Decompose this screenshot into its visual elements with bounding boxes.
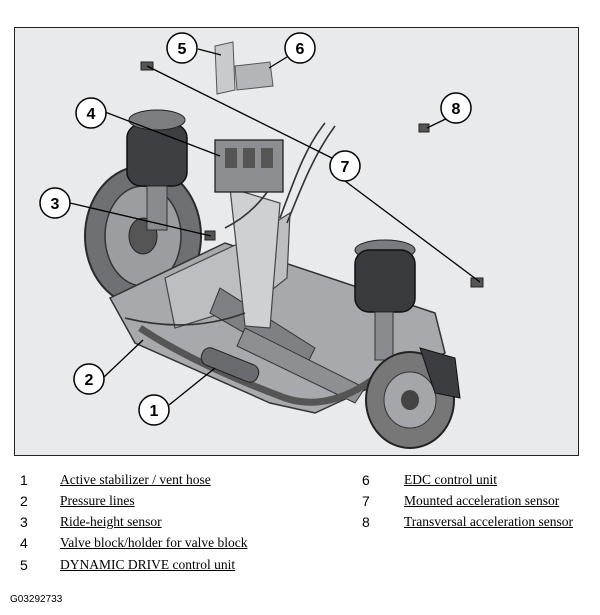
control-units — [214, 41, 274, 95]
callout-3: 3 — [39, 187, 71, 219]
svg-text:7: 7 — [341, 159, 350, 176]
right-air-spring — [354, 239, 416, 361]
left-air-spring — [126, 109, 188, 231]
svg-text:8: 8 — [452, 101, 461, 118]
legend-number: 5 — [20, 557, 28, 573]
svg-text:1: 1 — [150, 403, 159, 420]
legend-number: 1 — [20, 472, 28, 488]
figure-reference-code: G03292733 — [10, 594, 63, 605]
callout-1: 1 — [138, 394, 170, 426]
legend-label: Transversal acceleration sensor — [404, 514, 573, 529]
right-brake-disc — [365, 347, 461, 449]
callout-7: 7 — [329, 150, 361, 182]
legend-number: 2 — [20, 493, 28, 509]
legend-number: 4 — [20, 535, 28, 551]
legend-label: Mounted acceleration sensor — [404, 493, 560, 508]
svg-text:4: 4 — [87, 106, 96, 123]
svg-text:5: 5 — [178, 41, 187, 58]
valve-block — [214, 139, 284, 193]
legend-number: 3 — [20, 514, 28, 530]
callout-4: 4 — [75, 97, 107, 129]
callout-8: 8 — [440, 92, 472, 124]
parts-legend: 1 Active stabilizer / vent hose 2 Pressu… — [0, 470, 600, 590]
pressure-lines — [124, 122, 336, 326]
callout-markers: 1 2 3 4 5 6 7 — [39, 32, 472, 426]
legend-label: EDC control unit — [404, 472, 497, 487]
svg-text:2: 2 — [85, 372, 94, 389]
active-stabilizer — [138, 325, 378, 406]
svg-text:3: 3 — [51, 196, 60, 213]
legend-label: Ride-height sensor — [60, 514, 162, 529]
callout-6: 6 — [284, 32, 316, 64]
front-subframe — [108, 187, 446, 414]
suspension-illustration: 1 2 3 4 5 6 7 — [39, 32, 484, 449]
legend-label: DYNAMIC DRIVE control unit — [60, 557, 236, 572]
legend-label: Valve block/holder for valve block — [60, 535, 248, 550]
legend-number: 6 — [362, 472, 370, 488]
callout-5: 5 — [166, 32, 198, 64]
legend-number: 8 — [362, 514, 370, 530]
callout-2: 2 — [73, 363, 105, 395]
legend-label: Active stabilizer / vent hose — [60, 472, 211, 487]
legend-number: 7 — [362, 493, 370, 509]
suspension-diagram: 1 2 3 4 5 6 7 — [14, 27, 579, 456]
legend-label: Pressure lines — [60, 493, 135, 508]
svg-text:6: 6 — [296, 41, 305, 58]
